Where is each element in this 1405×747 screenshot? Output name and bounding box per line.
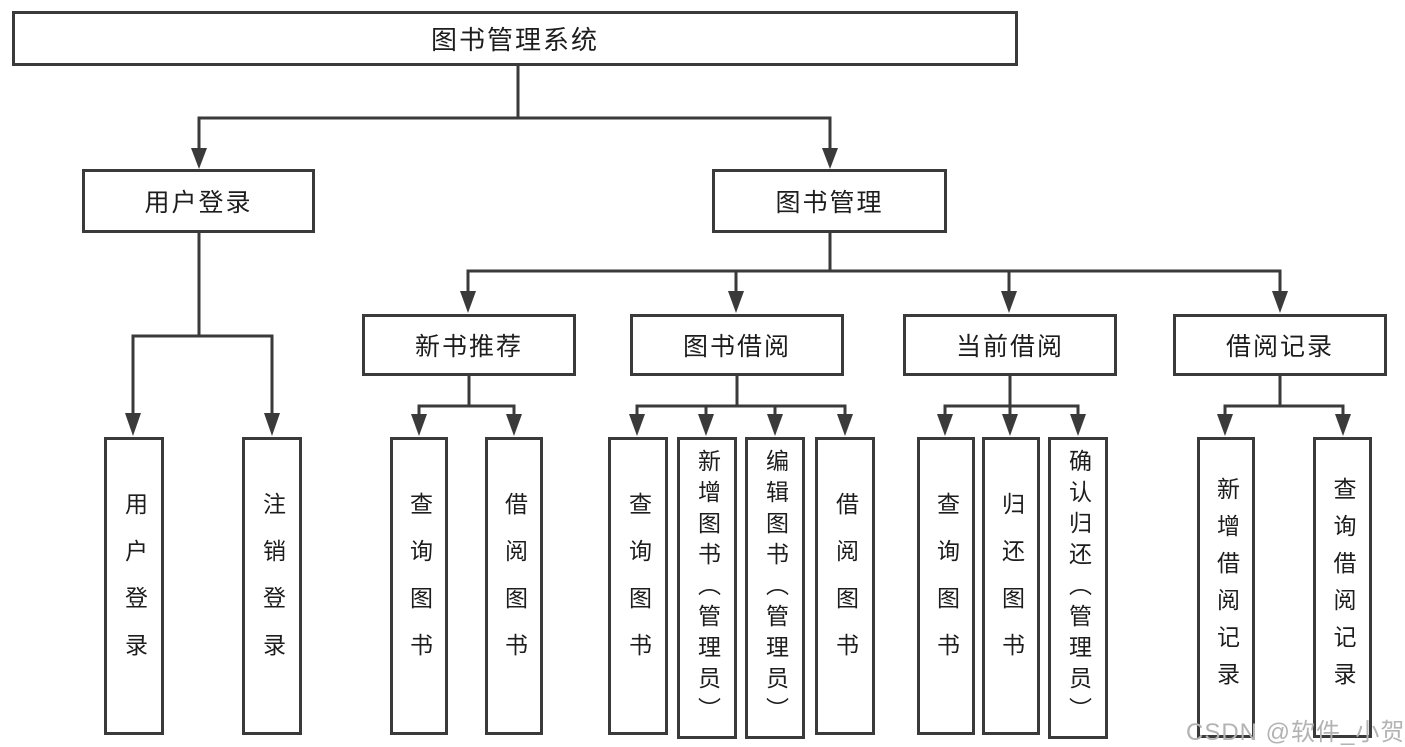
node-library-management-system: 图书管理系统 — [12, 11, 1018, 66]
node-label: 新书推荐 — [414, 333, 523, 361]
leaf-query-books-current: 查询图书 — [917, 437, 975, 735]
leaf-return-books: 归还图书 — [982, 437, 1040, 735]
leaf-user-login: 用户登录 — [104, 437, 164, 735]
node-label: 归还图书 — [998, 492, 1025, 680]
leaf-confirm-return-admin: 确认归还（管理员） — [1048, 437, 1108, 739]
node-user-login-branch: 用户登录 — [82, 169, 315, 233]
node-label: 借阅图书 — [832, 492, 859, 680]
leaf-query-books-borrow: 查询图书 — [608, 437, 668, 735]
csdn-watermark: CSDN @软件_小贺同学 — [1186, 719, 1405, 746]
node-label: 确认归还（管理员） — [1065, 448, 1092, 728]
node-label: 图书管理系统 — [430, 25, 599, 55]
node-label: 用户登录 — [121, 492, 148, 680]
node-label: 新增借阅记录 — [1213, 476, 1240, 699]
leaf-query-books-recommend: 查询图书 — [390, 437, 448, 735]
node-label: 查询借阅记录 — [1330, 476, 1356, 699]
node-label: 新增图书（管理员） — [694, 448, 721, 728]
leaf-query-borrow-record: 查询借阅记录 — [1313, 437, 1372, 738]
node-current-borrowing: 当前借阅 — [903, 314, 1117, 376]
node-label: 查询图书 — [933, 492, 960, 680]
node-label: 查询图书 — [625, 492, 652, 680]
node-book-management-branch: 图书管理 — [712, 169, 947, 233]
node-label: 图书借阅 — [682, 333, 791, 361]
node-label: 用户登录 — [144, 189, 253, 217]
leaf-add-borrow-record: 新增借阅记录 — [1197, 437, 1255, 738]
node-label: 当前借阅 — [955, 333, 1064, 361]
node-label: 注销登录 — [259, 492, 286, 680]
node-label: 借阅图书 — [501, 492, 528, 680]
node-book-borrowing: 图书借阅 — [630, 314, 844, 376]
node-label: 借阅记录 — [1225, 333, 1334, 361]
node-borrowing-records: 借阅记录 — [1173, 314, 1387, 376]
leaf-borrow-books: 借阅图书 — [815, 437, 875, 735]
leaf-logout: 注销登录 — [242, 437, 302, 735]
node-new-book-recommendation: 新书推荐 — [362, 314, 576, 376]
leaf-borrow-books-recommend: 借阅图书 — [485, 437, 543, 735]
leaf-add-books-admin: 新增图书（管理员） — [677, 437, 737, 739]
leaf-edit-books-admin: 编辑图书（管理员） — [745, 437, 805, 739]
node-label: 编辑图书（管理员） — [762, 448, 789, 728]
node-label: 图书管理 — [775, 189, 884, 217]
node-label: 查询图书 — [406, 492, 433, 680]
